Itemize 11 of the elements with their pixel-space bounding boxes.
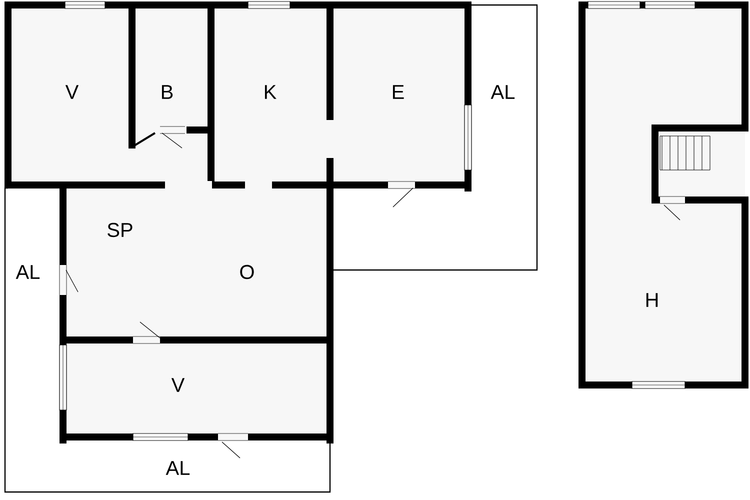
room-label: K [264, 85, 276, 99]
room-label: AL [490, 85, 515, 99]
room-label: AL [16, 265, 40, 279]
room-label: V [65, 85, 79, 99]
room-label: H [646, 293, 658, 307]
room-label: E [392, 85, 404, 99]
room-label: V [171, 378, 185, 392]
room-label: B [162, 85, 173, 99]
room-label: SP [108, 222, 132, 238]
room-label: O [240, 264, 254, 280]
room-label: AL [166, 461, 190, 475]
